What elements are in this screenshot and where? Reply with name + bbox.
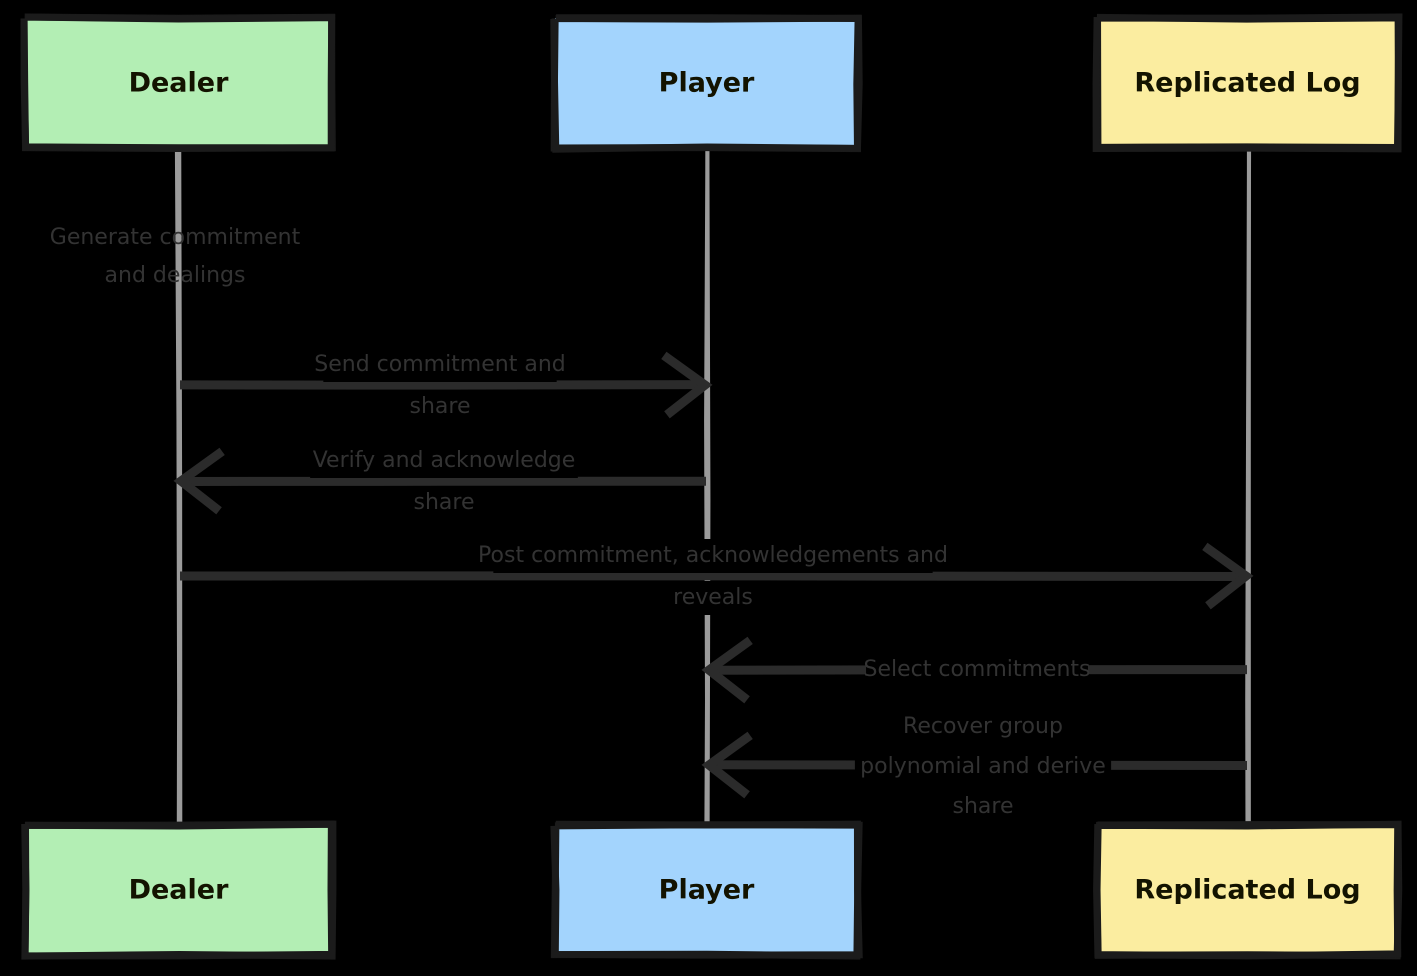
actor-dealer-top[interactable]: Dealer [20,13,336,153]
actor-player-top[interactable]: Player [550,14,863,153]
actor-box-border [20,13,336,152]
actor-box-fill [555,825,858,955]
label-mask [310,444,578,478]
arrowhead-msg-send-commitment-and-share [661,351,713,419]
lifeline-replicated-log [1245,147,1252,829]
msg-post-commitment-acknowledgements-and-reveals [179,542,1254,610]
note-label-line: Generate commitment [50,225,301,250]
label-mask [403,390,477,424]
message-label-line: polynomial and derive [860,754,1106,779]
msg-verify-and-acknowledge-share [173,447,707,515]
label-mask [854,750,1112,784]
label-mask [493,539,933,573]
label-msg-post-commitment-acknowledgements-and-reveals: Post commitment, acknowledgements and rev… [478,543,948,610]
lifeline-dealer [174,147,183,829]
lifeline-player [704,147,711,829]
actor-replicated-log-top[interactable]: Replicated Log [1092,13,1403,153]
label-mask [323,348,557,382]
arrowhead-msg-post-commitment-acknowledgements-and-reveals [1202,542,1254,610]
arrowhead-msg-verify-and-acknowledge-share [173,447,225,515]
message-label-line: share [410,394,471,419]
message-label-line: Verify and acknowledge [313,448,576,473]
label-msg-recover-group-polynomial-and-derive-share: Recover group polynomial and derive share [860,714,1106,819]
actor-player-bottom[interactable]: Player [550,820,863,960]
note-generate: Generate commitment and dealings [50,225,301,288]
label-mask [946,790,1020,824]
label-mask [407,486,481,520]
actor-name-label: Replicated Log [1134,68,1360,99]
lifelines [174,147,1252,829]
message-label-line: share [414,490,475,515]
note-label-line: and dealings [105,263,246,288]
actor-box-border [1093,821,1402,960]
actor-box-border [21,820,337,960]
actor-box-border [550,14,863,153]
actor-name-label: Player [659,875,755,906]
label-mask [900,710,1066,744]
actor-box-fill [25,825,332,955]
actor-name-label: Player [659,68,755,99]
notes: Generate commitment and dealings [50,225,301,288]
message-label-line: Select commitments [863,657,1090,682]
actor-replicated-log-bottom[interactable]: Replicated Log [1093,820,1403,960]
label-mask [866,653,1088,687]
message-label-line: Post commitment, acknowledgements and [478,543,948,568]
message-label-line: reveals [673,585,753,610]
actor-name-label: Dealer [129,68,230,99]
arrowhead-msg-recover-group-polynomial-and-derive-share [701,731,753,799]
label-mask [664,581,762,615]
message-label-line: Send commitment and [314,352,565,377]
actor-box-border [550,820,863,959]
actor-box-fill [1097,18,1398,148]
msg-send-commitment-and-share [179,351,713,419]
actor-box-fill [25,18,332,148]
messages [173,351,1254,799]
actor-boxes-bottom[interactable]: Dealer Player Replicated Log [21,820,1403,960]
label-msg-send-commitment-and-share: Send commitment and share [314,352,565,419]
actor-box-border [1092,13,1403,153]
message-label-line: share [953,794,1014,819]
label-msg-select-commitments: Select commitments [863,657,1090,682]
message-label-line: Recover group [903,714,1063,739]
actor-boxes-top[interactable]: Dealer Player Replicated Log [20,13,1403,153]
label-msg-verify-and-acknowledge-share: Verify and acknowledge share [313,448,576,515]
actor-dealer-bottom[interactable]: Dealer [21,820,337,960]
label-masks [310,348,1112,824]
actor-box-fill [1097,825,1398,955]
arrowhead-msg-select-commitments [701,636,753,704]
actor-name-label: Replicated Log [1134,875,1360,906]
actor-box-fill [555,18,858,148]
actor-name-label: Dealer [129,875,230,906]
